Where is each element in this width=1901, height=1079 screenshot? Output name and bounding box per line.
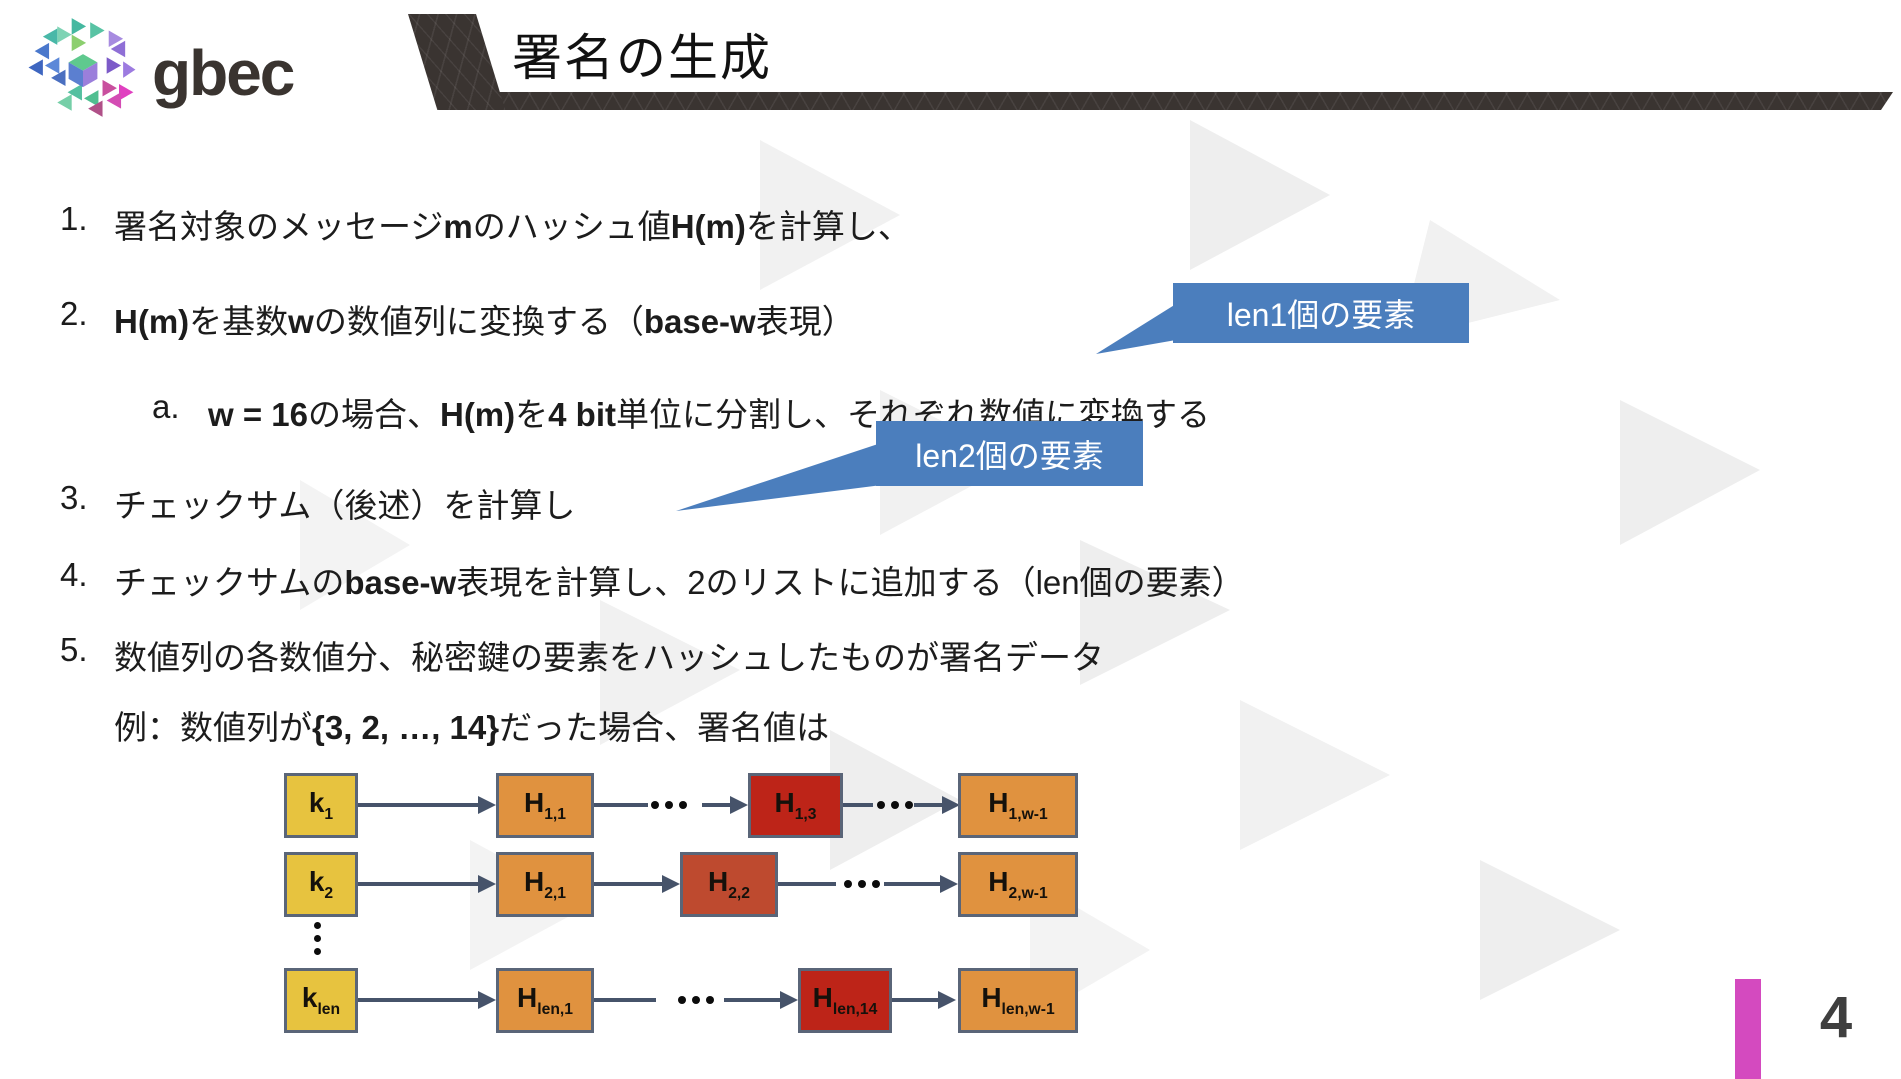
list-text: 例：数値列が{3, 2, …, 14}だった場合、署名値は	[114, 709, 830, 746]
ellipsis-dots	[651, 801, 659, 809]
arrow-line	[914, 803, 942, 807]
list-text: 署名対象のメッセージmのハッシュ値H(m)を計算し、	[114, 208, 911, 245]
page-number: 4	[1819, 985, 1853, 1050]
arrow-line	[843, 803, 873, 807]
arrow-head	[938, 991, 956, 1009]
arrow-line	[594, 998, 656, 1002]
diagram-box-h2-w1: H2,w-1	[958, 852, 1078, 917]
arrow-line	[358, 882, 478, 886]
list-marker: 1.	[60, 200, 88, 237]
diagram-box-h1-3: H1,3	[748, 773, 843, 838]
list-marker: 3.	[60, 479, 88, 516]
ellipsis-dots	[678, 996, 686, 1004]
list-text: 数値列の各数値分、秘密鍵の要素をハッシュしたものが署名データ	[114, 639, 1104, 676]
callout-len2: len2個の要素	[876, 421, 1143, 486]
diagram-box-hlen-1: Hlen,1	[496, 968, 594, 1033]
arrow-line	[724, 998, 780, 1002]
arrow-line	[778, 882, 836, 886]
diagram-box-h2-1: H2,1	[496, 852, 594, 917]
list-marker: a.	[152, 388, 180, 425]
arrow-line	[594, 882, 662, 886]
gbec-wordmark: gbec	[152, 37, 295, 109]
vertical-ellipsis-dots	[314, 922, 321, 929]
arrow-head	[478, 796, 496, 814]
banner-bar	[455, 92, 1893, 110]
callout-len1: len1個の要素	[1173, 283, 1469, 343]
gbec-logo: gbec	[24, 12, 295, 120]
list-marker: 2.	[60, 295, 88, 332]
arrow-line	[892, 998, 938, 1002]
diagram-box-hlen-w1: Hlen,w-1	[958, 968, 1078, 1033]
diagram-box-k2: k2	[284, 852, 358, 917]
diagram-box-klen: klen	[284, 968, 358, 1033]
list-text: H(m)を基数wの数値列に変換する（base-w表現）	[114, 303, 855, 340]
gbec-logo-icon	[28, 18, 136, 117]
page-title: 署名の生成	[512, 30, 772, 86]
list-text: チェックサム（後述）を計算し	[114, 487, 576, 524]
diagram-box-h1-1: H1,1	[496, 773, 594, 838]
arrow-head	[730, 796, 748, 814]
arrow-head	[478, 875, 496, 893]
arrow-head	[662, 875, 680, 893]
diagram-box-k1: k1	[284, 773, 358, 838]
arrow-head	[940, 875, 958, 893]
arrow-line	[884, 882, 940, 886]
arrow-line	[702, 803, 730, 807]
ellipsis-dots	[844, 880, 852, 888]
arrow-head	[942, 796, 960, 814]
arrow-line	[358, 998, 478, 1002]
arrow-head	[780, 991, 798, 1009]
arrow-line	[594, 803, 648, 807]
arrow-head	[478, 991, 496, 1009]
list-marker: 4.	[60, 556, 88, 593]
ellipsis-dots	[877, 801, 885, 809]
diagram-box-h1-w1: H1,w-1	[958, 773, 1078, 838]
arrow-line	[358, 803, 478, 807]
list-text: チェックサムのbase-w表現を計算し、2のリストに追加する（len個の要素）	[114, 564, 1245, 601]
page-accent-bar	[1735, 979, 1761, 1079]
diagram-box-hlen-14: Hlen,14	[798, 968, 892, 1033]
list-marker: 5.	[60, 631, 88, 668]
diagram-box-h2-2: H2,2	[680, 852, 778, 917]
